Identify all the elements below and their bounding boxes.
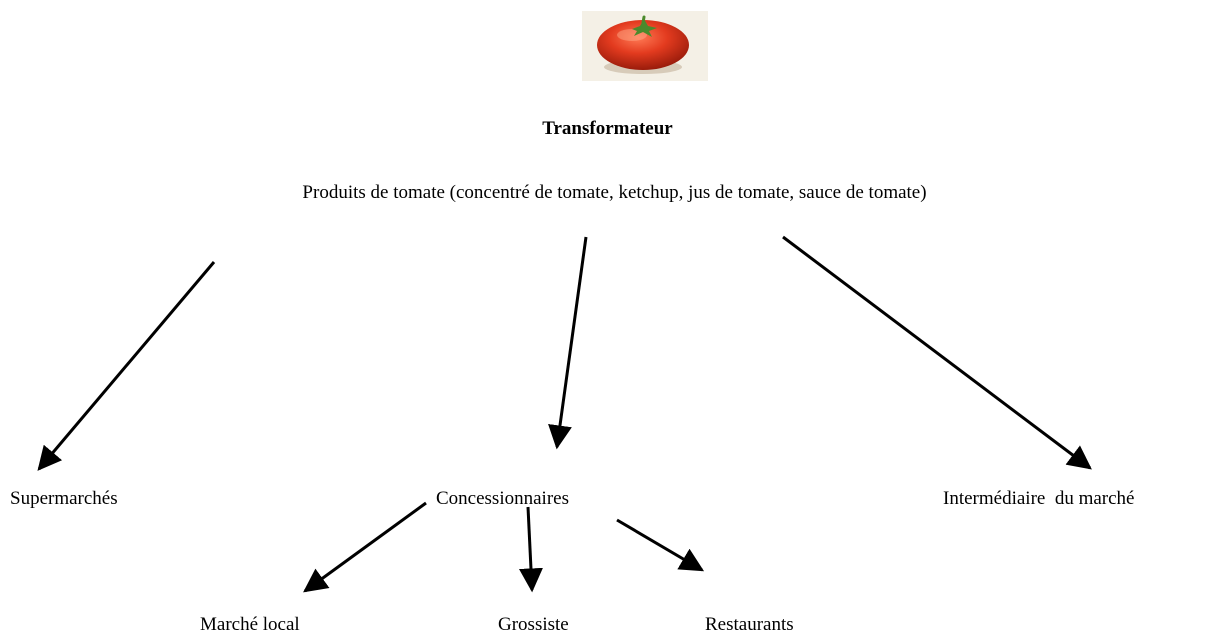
arrow-to-supermarches	[37, 261, 216, 471]
tomato-icon	[597, 15, 689, 74]
tomato-products-text: Produits de tomate (concentré de tomate,…	[302, 182, 927, 203]
node-marche-local: Marché local	[200, 614, 300, 635]
node-restaurants: Restaurants	[705, 614, 794, 635]
arrow-to-marche-local	[303, 501, 427, 593]
node-grossiste: Grossiste	[498, 614, 569, 635]
node-concessionnaires: Concessionnaires	[436, 488, 569, 509]
arrow-to-restaurants	[616, 518, 705, 572]
node-intermediaire: Intermédiaire du marché	[943, 488, 1134, 509]
tomato-image	[582, 11, 708, 81]
arrow-to-grossiste	[518, 506, 543, 593]
node-supermarches: Supermarchés	[10, 488, 118, 509]
arrow-to-intermediaire	[782, 235, 1092, 470]
arrow-to-concessionnaires	[548, 236, 588, 450]
transformer-title: Transformateur	[542, 118, 673, 139]
